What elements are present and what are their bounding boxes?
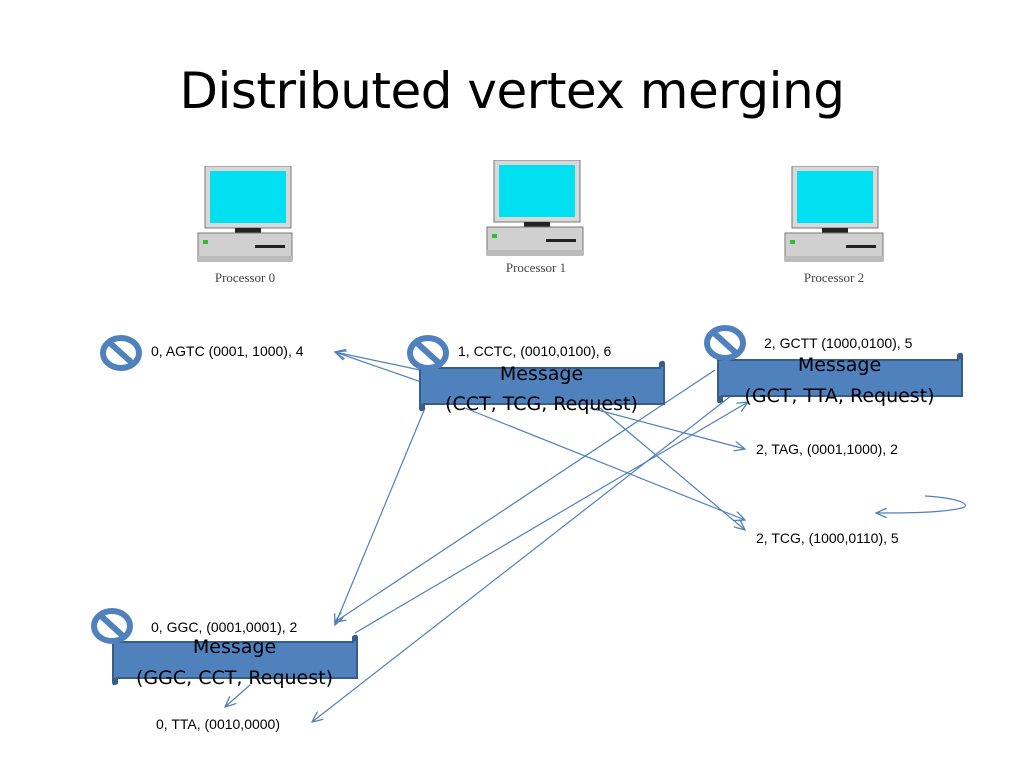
message-scroll-3: Message (GGC, CCT, Request) [107, 632, 362, 689]
arrow [464, 407, 745, 520]
processor-label: Processor 1 [505, 260, 567, 275]
arrow [599, 407, 745, 530]
node-tag: 2, TAG, (0001,1000), 2 [756, 441, 898, 457]
arrow [335, 369, 716, 622]
arrow [335, 352, 431, 386]
processor-0: Processor 0 [195, 166, 295, 286]
message-title: Message [797, 354, 882, 376]
processor-label: Processor 0 [214, 270, 276, 285]
node-agtc: 0, AGTC (0001, 1000), 4 [151, 343, 304, 359]
message-scroll-1: Message (CCT, TCG, Request) [414, 358, 669, 415]
arrow [354, 402, 748, 634]
self-loop-arrow [876, 495, 966, 513]
node-tta: 0, TTA, (0010,0000) [156, 716, 280, 732]
node-tcg: 2, TCG, (1000,0110), 5 [756, 530, 899, 546]
computer-icon [486, 160, 584, 256]
arrow [335, 407, 426, 625]
arrow [225, 684, 251, 707]
message-body: (GCT, TTA, Request) [744, 385, 935, 407]
message-scroll-2: Message (GCT, TTA, Request) [712, 350, 967, 407]
node-ggc: 0, GGC, (0001,0001), 2 [151, 619, 298, 635]
computer-icon [784, 166, 884, 262]
arrow [335, 352, 421, 371]
slide-title: Distributed vertex merging [179, 62, 845, 120]
processor-2: Processor 2 [784, 166, 884, 286]
processor-1: Processor 1 [486, 160, 586, 280]
computer-icon [197, 166, 293, 262]
processor-label: Processor 2 [803, 270, 865, 285]
arrow [312, 384, 746, 722]
message-body: (CCT, TCG, Request) [445, 393, 638, 415]
message-title: Message [499, 363, 584, 385]
no-symbol-icon [100, 335, 142, 371]
no-symbol-icon [407, 335, 449, 371]
message-body: (GGC, CCT, Request) [135, 667, 333, 689]
node-gctt: 2, GCTT (1000,0100), 5 [764, 335, 913, 351]
message-title: Message [192, 636, 277, 658]
no-symbol-icon [91, 608, 133, 644]
arrow [589, 407, 745, 449]
no-symbol-icon [704, 325, 746, 361]
node-cctc: 1, CCTC, (0010,0100), 6 [458, 343, 612, 359]
